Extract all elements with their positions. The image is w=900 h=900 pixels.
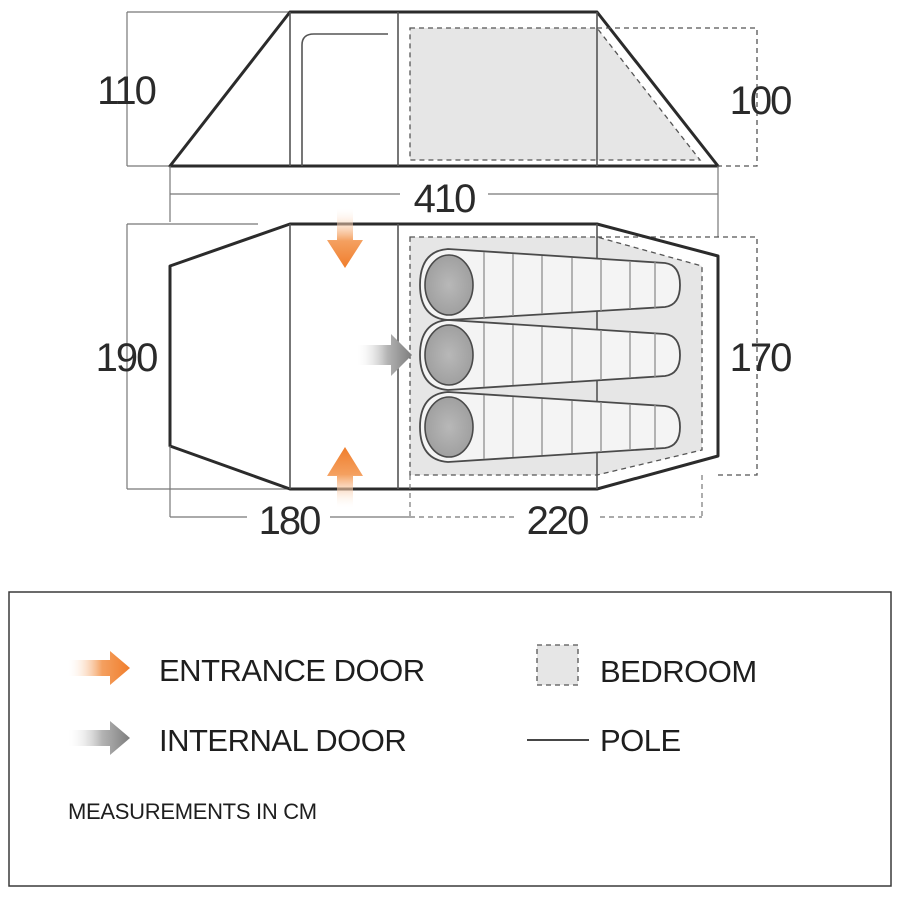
internal-door-arrow	[357, 334, 412, 376]
legend-box: ENTRANCE DOOR INTERNAL DOOR BEDROOM POLE…	[8, 591, 892, 887]
entrance-arrow-bottom	[327, 447, 363, 508]
side-rear-guide	[597, 27, 758, 167]
side-elevation: 110 100	[97, 10, 793, 168]
legend-frame	[8, 591, 892, 887]
dim-width-170: 170	[730, 336, 791, 380]
legend-bedroom: BEDROOM	[600, 654, 757, 689]
side-door-opening	[301, 33, 388, 166]
internal-door-icon	[68, 721, 130, 755]
sleeping-bag	[419, 319, 681, 391]
legend-entrance-door: ENTRANCE DOOR	[159, 653, 425, 688]
sleeping-bag	[419, 391, 681, 463]
entrance-door-icon	[68, 651, 130, 685]
floor-rear-guide	[597, 236, 758, 476]
side-bedroom-area	[409, 27, 702, 161]
dim-porch-180: 180	[259, 499, 320, 543]
dim-length-410: 410	[414, 177, 475, 221]
legend-pole: POLE	[600, 723, 681, 758]
legend-internal-door: INTERNAL DOOR	[159, 723, 406, 758]
dim-width-190: 190	[96, 336, 157, 380]
bedroom-swatch-icon	[536, 644, 579, 686]
sleeping-bag	[419, 248, 681, 321]
dim-height-100: 100	[730, 79, 791, 123]
dim-height-110: 110	[97, 69, 156, 113]
total-length-dimension: 410	[169, 166, 719, 237]
floor-plan: 190 170 180 220	[96, 208, 793, 543]
measurement-note: MEASUREMENTS IN CM	[68, 799, 317, 824]
dim-bedroom-220: 220	[527, 499, 588, 543]
floor-outline	[168, 222, 720, 491]
entrance-arrow-top	[327, 208, 363, 268]
